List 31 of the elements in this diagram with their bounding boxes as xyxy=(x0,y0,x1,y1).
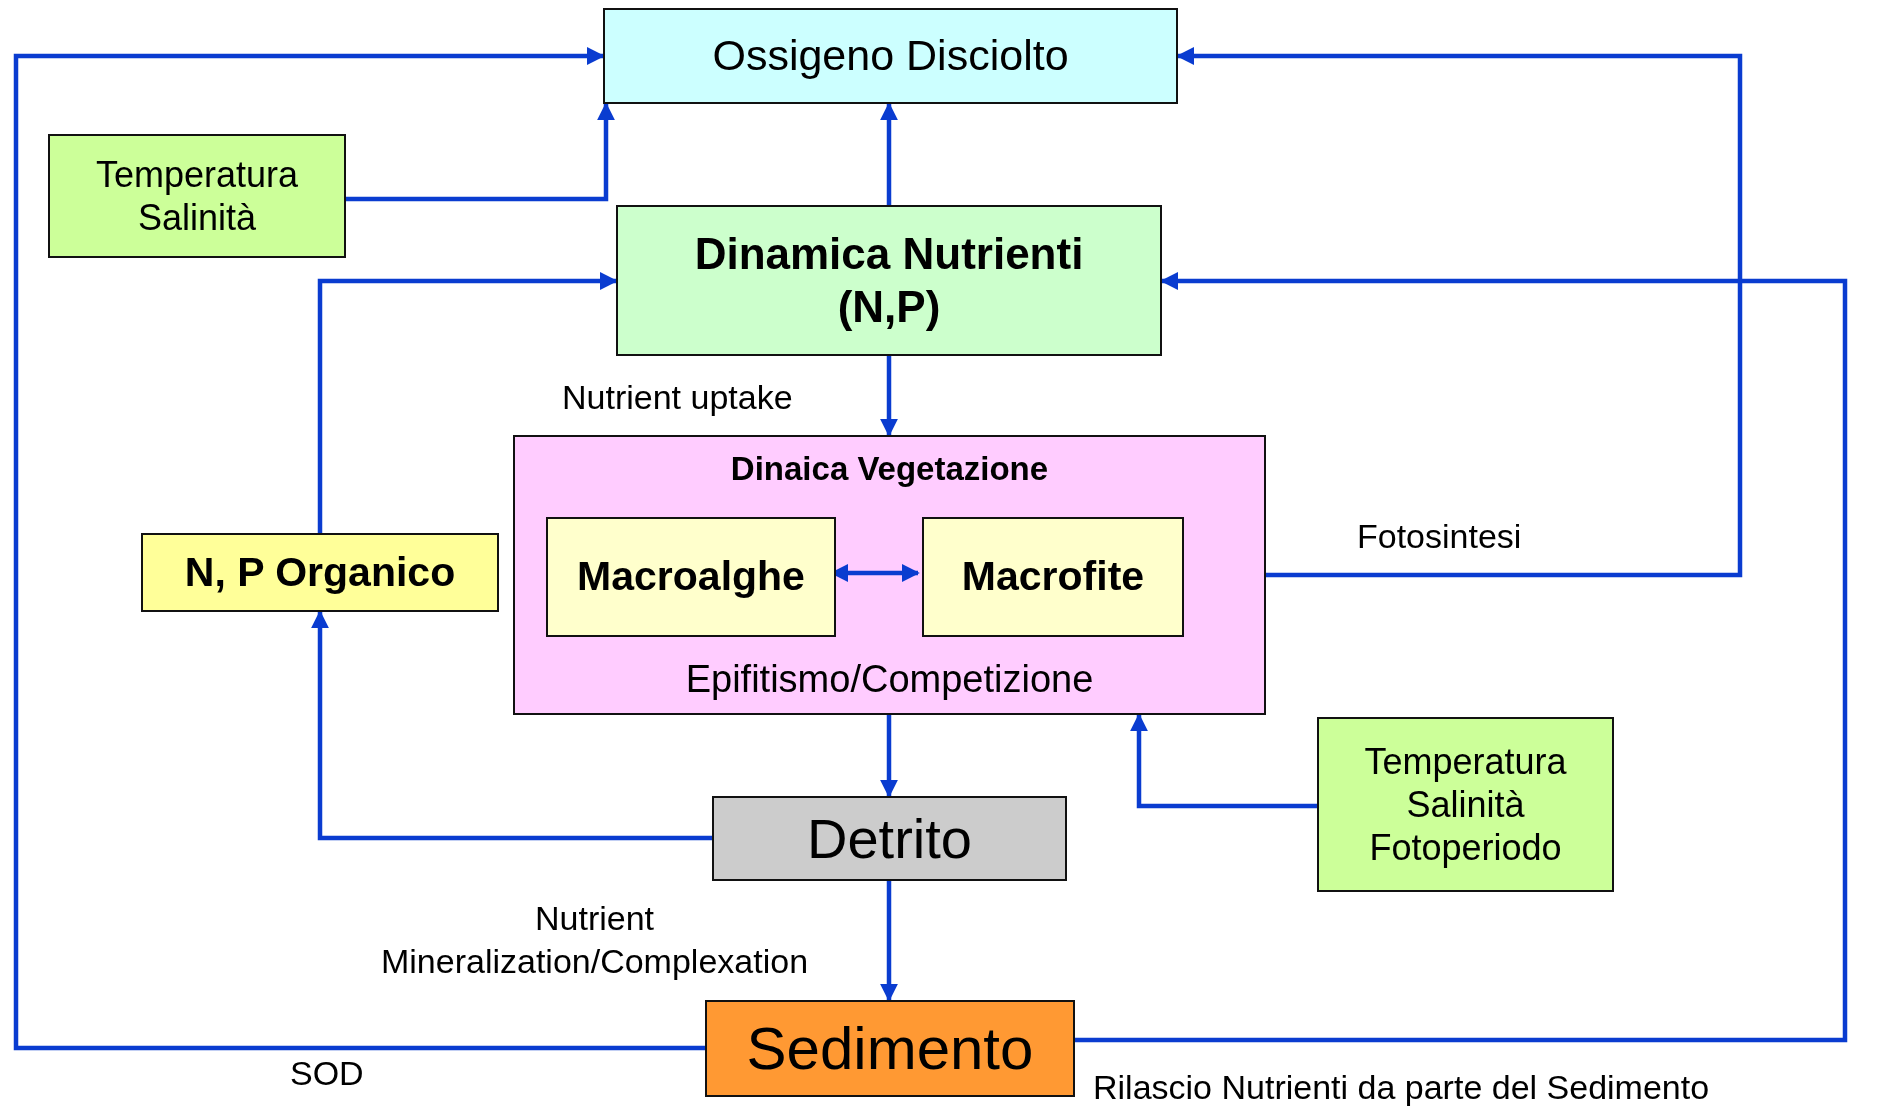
arrow xyxy=(1075,272,1848,1043)
node-label: Macrofite xyxy=(961,552,1145,602)
arrow xyxy=(346,102,615,202)
node-label: Dinamica Nutrienti (N,P) xyxy=(693,227,1085,333)
node-label: Macroalghe xyxy=(577,552,805,602)
group-box xyxy=(513,435,1266,715)
process-box xyxy=(603,8,1178,104)
process-box xyxy=(705,1000,1075,1097)
node-label: N, P Organico xyxy=(184,547,456,597)
process-box xyxy=(712,796,1067,881)
process-box xyxy=(546,517,836,637)
process-box xyxy=(141,533,499,612)
process-box xyxy=(616,205,1162,356)
arrow xyxy=(317,272,618,533)
node-label: Detrito xyxy=(807,805,972,872)
arrow xyxy=(880,715,898,798)
node-label: Temperatura Salinità Fotoperiodo xyxy=(1363,739,1568,870)
factor-box xyxy=(1317,717,1614,892)
arrow xyxy=(311,610,712,841)
node-label: Temperatura Salinità xyxy=(94,152,300,240)
arrow xyxy=(13,47,705,1051)
arrow xyxy=(880,102,898,205)
node-label: Ossigeno Disciolto xyxy=(712,30,1069,82)
group-caption: Epifitismo/Competizione xyxy=(685,657,1094,703)
group-heading: Dinaica Vegetazione xyxy=(730,449,1049,489)
arrow xyxy=(880,356,898,437)
arrow xyxy=(1130,713,1317,809)
node-label: Sedimento xyxy=(746,1013,1034,1084)
process-box xyxy=(922,517,1184,637)
factor-box xyxy=(48,134,346,258)
arrow xyxy=(880,881,898,1002)
